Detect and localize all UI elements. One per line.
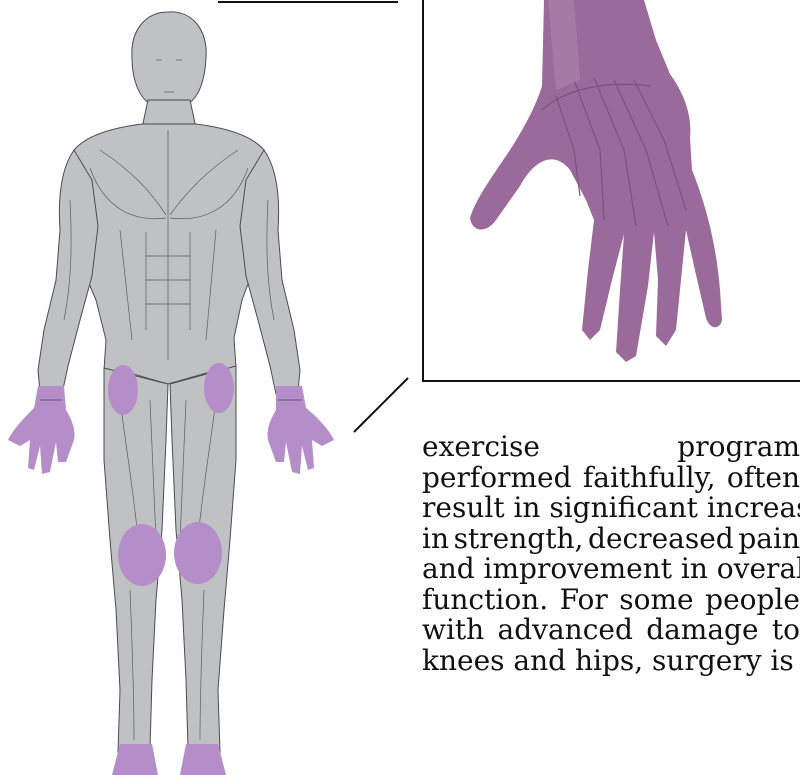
word: function.	[422, 585, 548, 616]
text-line-8: knees and hips, surgery is	[422, 646, 800, 677]
hand-illustration	[424, 0, 800, 382]
word: damage	[646, 615, 758, 646]
word: decreased	[588, 524, 734, 555]
text-line-1: exercise program	[422, 432, 800, 463]
text-line-4: in strength, decreased pain	[422, 524, 800, 555]
word: faithfully,	[583, 463, 716, 494]
word: people	[705, 585, 800, 616]
word: some	[619, 585, 693, 616]
word: pain	[738, 524, 800, 555]
word: exercise	[422, 432, 540, 463]
text-line-5: and improvement in overall	[422, 554, 800, 585]
hand-inset	[422, 0, 800, 382]
text-line-6: function. For some people	[422, 585, 800, 616]
text-line-2: performed faithfully, often	[422, 463, 800, 494]
hand-shape	[470, 0, 722, 362]
leader-line-diagonal	[0, 0, 420, 775]
word: For	[560, 585, 608, 616]
word: to	[772, 615, 800, 646]
word: with	[422, 615, 484, 646]
word: program	[677, 432, 800, 463]
body-text: exercise program performed faithfully, o…	[422, 432, 800, 775]
word: often	[727, 463, 800, 494]
word: strength,	[454, 524, 584, 555]
word: in	[422, 524, 449, 555]
text-line-3: result in significant increases	[422, 493, 800, 524]
text-line-7: with advanced damage to	[422, 615, 800, 646]
word: performed	[422, 463, 572, 494]
word: advanced	[498, 615, 633, 646]
